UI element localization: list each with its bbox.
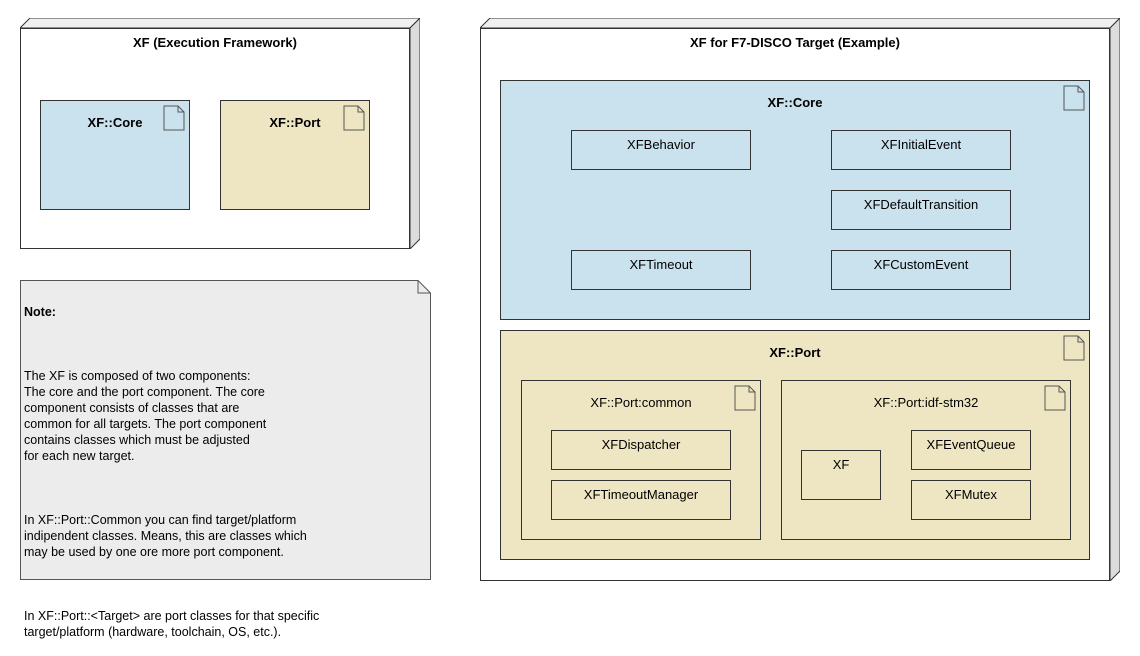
left-node-title: XF (Execution Framework): [133, 35, 297, 50]
document-icon: [343, 105, 365, 131]
class-xftimeout[interactable]: XFTimeout: [571, 250, 751, 290]
class-xfmutex[interactable]: XFMutex: [911, 480, 1031, 520]
port-idf-stm32-component[interactable]: XF::Port:idf-stm32 XF XFEventQueue XFMut…: [781, 380, 1071, 540]
port-title: XF::Port: [769, 345, 821, 360]
note[interactable]: Note: The XF is composed of two componen…: [20, 280, 431, 639]
class-xfdispatcher[interactable]: XFDispatcher: [551, 430, 731, 470]
note-paragraph-1: The XF is composed of two components: Th…: [24, 369, 267, 463]
note-heading: Note:: [24, 305, 56, 319]
port-common-title: XF::Port:common: [590, 395, 692, 410]
core-title: XF::Core: [767, 95, 823, 110]
document-icon: [1063, 335, 1085, 361]
class-xfeventqueue[interactable]: XFEventQueue: [911, 430, 1031, 470]
class-xf[interactable]: XF: [801, 450, 881, 500]
right-node[interactable]: XF for F7-DISCO Target (Example) XF::Cor…: [480, 18, 1120, 581]
left-port-component[interactable]: XF::Port: [220, 100, 370, 210]
left-node[interactable]: XF (Execution Framework) XF::Core XF::Po…: [20, 18, 420, 249]
port-idf-stm32-title: XF::Port:idf-stm32: [873, 395, 979, 410]
right-node-title: XF for F7-DISCO Target (Example): [690, 35, 900, 50]
core-component[interactable]: XF::Core XFBehavior XFInitialEvent XFDef…: [500, 80, 1090, 320]
left-core-component[interactable]: XF::Core: [40, 100, 190, 210]
document-icon: [734, 385, 756, 411]
note-shape: [20, 280, 431, 580]
port-component[interactable]: XF::Port XF::Port:common XFDispatcher XF…: [500, 330, 1090, 560]
left-core-label: XF::Core: [87, 115, 143, 130]
class-xfinitialevent[interactable]: XFInitialEvent: [831, 130, 1011, 170]
left-port-label: XF::Port: [269, 115, 321, 130]
document-icon: [163, 105, 185, 131]
class-xfdefaulttransition[interactable]: XFDefaultTransition: [831, 190, 1011, 230]
class-xfbehavior[interactable]: XFBehavior: [571, 130, 751, 170]
note-paragraph-2: In XF::Port::Common you can find target/…: [24, 513, 307, 559]
document-icon: [1063, 85, 1085, 111]
class-xfcustomevent[interactable]: XFCustomEvent: [831, 250, 1011, 290]
class-xftimeoutmanager[interactable]: XFTimeoutManager: [551, 480, 731, 520]
port-common-component[interactable]: XF::Port:common XFDispatcher XFTimeoutMa…: [521, 380, 761, 540]
note-text: Note: The XF is composed of two componen…: [24, 288, 419, 656]
note-paragraph-3: In XF::Port::<Target> are port classes f…: [24, 609, 320, 639]
document-icon: [1044, 385, 1066, 411]
